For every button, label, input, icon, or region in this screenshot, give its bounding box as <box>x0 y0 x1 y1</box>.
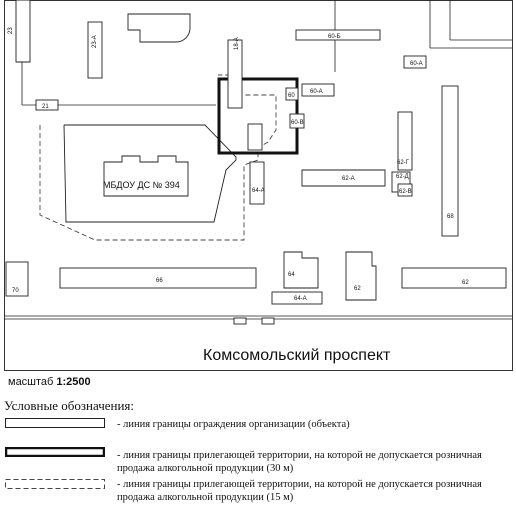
building-21 <box>35 99 59 111</box>
label-62g: 62-Г <box>397 160 410 166</box>
site-map: 23 23-А 21 18-А 60-Б 60-А 60 60-А 60-В 6… <box>4 0 513 371</box>
building-62-right <box>401 267 507 289</box>
label-64: 64 <box>288 272 295 278</box>
building-60v <box>289 113 305 129</box>
label-70: 70 <box>12 288 19 294</box>
building-60a <box>301 83 335 97</box>
label-18a: 18-А <box>234 37 240 50</box>
label-23a: 23-А <box>92 35 98 48</box>
label-23: 23 <box>8 27 14 34</box>
label-60b-top: 60-Б <box>328 34 341 40</box>
legend-sample-30m <box>5 447 105 457</box>
scale-label: масштаб <box>8 376 54 388</box>
label-68: 68 <box>447 214 454 220</box>
building-62a <box>301 169 386 187</box>
label-62: 62 <box>354 286 361 292</box>
label-school: МБДОУ ДС № 394 <box>103 180 180 190</box>
buildings <box>5 0 507 325</box>
label-62v: 62-В <box>399 189 412 195</box>
building-64a <box>271 291 323 305</box>
small-block-2 <box>261 317 275 325</box>
building-23 <box>15 0 31 63</box>
legend-item-fence: - линия границы ограждения организации (… <box>117 419 350 430</box>
building-64a-mid <box>249 161 265 205</box>
legend-item-30m: - линия границы прилегающей территории, … <box>117 450 482 474</box>
building-62g <box>397 111 413 171</box>
building-23a <box>87 21 103 79</box>
fence-line <box>63 124 237 223</box>
label-62a: 62-А <box>342 176 355 182</box>
building-62 <box>345 251 377 301</box>
building-64 <box>283 251 319 289</box>
building-school <box>103 155 189 197</box>
small-block-3 <box>247 123 263 151</box>
label-60: 60 <box>288 93 295 99</box>
map-frame <box>4 0 513 371</box>
building-66 <box>59 267 257 289</box>
small-block-1 <box>233 317 247 325</box>
building-18a <box>227 39 243 109</box>
building-68 <box>441 85 459 237</box>
scale-line: масштаб 1:2500 <box>8 376 91 388</box>
label-62d: 62-Д <box>396 174 409 180</box>
map-labels: 23 23-А 21 18-А 60-Б 60-А 60 60-А 60-В 6… <box>8 27 469 364</box>
legend-sample-15m <box>5 479 105 489</box>
avenue-name: Комсомольский проспект <box>203 347 391 364</box>
scale-value: 1:2500 <box>56 376 91 388</box>
building-60 <box>285 87 299 101</box>
label-62-right: 62 <box>462 280 469 286</box>
legend-sample-fence <box>5 418 105 428</box>
legend-item-15m: - линия границы прилегающей территории, … <box>117 479 482 503</box>
label-64a: 64-А <box>294 296 307 302</box>
label-64a-mid: 64-А <box>252 188 265 194</box>
label-60a: 60-А <box>310 89 323 95</box>
label-21: 21 <box>42 104 49 110</box>
building-tower <box>127 13 191 43</box>
building-62v <box>397 183 413 197</box>
building-60a-right <box>403 55 427 69</box>
label-66: 66 <box>156 278 163 284</box>
label-60v: 60-В <box>291 120 304 126</box>
legend-title: Условные обозначения: <box>4 398 135 413</box>
building-60b-top <box>295 29 381 41</box>
label-60a-right: 60-А <box>410 61 423 67</box>
building-70 <box>5 261 29 297</box>
